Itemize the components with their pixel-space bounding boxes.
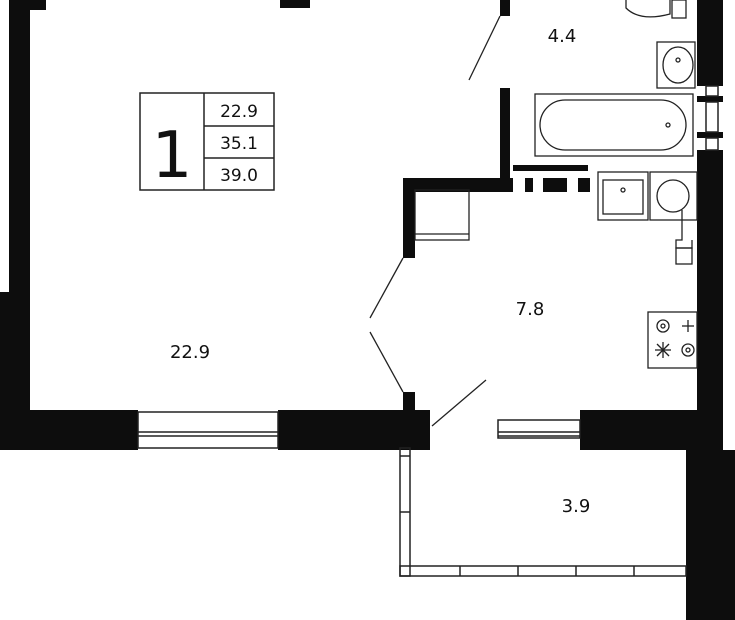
area-total-no-balcony: 35.1 bbox=[220, 134, 258, 154]
wall-bath-left-top bbox=[500, 0, 510, 16]
wall-right-3 bbox=[697, 132, 723, 138]
wall-bottom-kitchen bbox=[580, 410, 723, 450]
wall-bath-kitchen bbox=[403, 178, 513, 192]
windows bbox=[137, 411, 581, 449]
wall-bath-kitchen-b bbox=[525, 178, 533, 192]
kitchen-fixtures bbox=[597, 171, 698, 369]
wall-right-4 bbox=[697, 150, 723, 410]
wall-right bbox=[697, 0, 723, 86]
label-bathroom: 4.4 bbox=[548, 26, 577, 47]
stove-icon bbox=[647, 311, 698, 369]
bathtub-icon bbox=[534, 93, 694, 157]
area-total: 39.0 bbox=[220, 166, 258, 186]
wall-bath-left bbox=[500, 88, 510, 182]
boiler-icon bbox=[649, 171, 698, 265]
wall-bottom-kitchen-stub bbox=[405, 410, 430, 450]
room-count: 1 bbox=[152, 119, 193, 193]
cabinet bbox=[414, 189, 470, 241]
burner-star-icon-2 bbox=[682, 320, 694, 332]
label-kitchen: 7.8 bbox=[516, 299, 545, 320]
balcony bbox=[399, 447, 687, 577]
wall-bottom-left bbox=[0, 410, 138, 450]
room-labels: 22.9 4.4 7.8 3.9 bbox=[170, 26, 590, 517]
door-bathroom bbox=[468, 15, 501, 81]
wall-right-outer bbox=[686, 450, 735, 620]
window-living bbox=[137, 411, 279, 449]
door-living-lower bbox=[369, 331, 404, 393]
wall-bath-kitchen-c bbox=[543, 178, 567, 192]
wall-bath-kitchen-d bbox=[578, 178, 590, 192]
wall-bath-kitchen-e bbox=[513, 165, 588, 171]
wall-partition-lower bbox=[403, 392, 415, 412]
balcony-frame-bottom bbox=[399, 565, 687, 577]
sink-icon bbox=[656, 41, 696, 89]
burner-star-icon bbox=[655, 342, 671, 358]
label-balcony: 3.9 bbox=[562, 496, 591, 517]
toilet-icon bbox=[625, 0, 687, 19]
label-living-room: 22.9 bbox=[170, 342, 210, 363]
wall-top-mid bbox=[280, 0, 310, 8]
area-living: 22.9 bbox=[220, 102, 258, 122]
window-right bbox=[705, 85, 719, 151]
kitchen-sink-icon bbox=[597, 171, 649, 221]
wall-bottom-mid bbox=[278, 410, 430, 450]
doors bbox=[369, 15, 501, 427]
bathroom-fixtures bbox=[534, 0, 696, 157]
wall-left bbox=[9, 0, 30, 292]
wall-right-2 bbox=[697, 96, 723, 102]
door-balcony bbox=[431, 379, 487, 427]
area-legend: 1 22.9 35.1 39.0 bbox=[139, 92, 275, 193]
window-kitchen bbox=[497, 419, 581, 439]
door-living-upper bbox=[369, 257, 404, 319]
wall-partition-upper bbox=[403, 178, 415, 258]
